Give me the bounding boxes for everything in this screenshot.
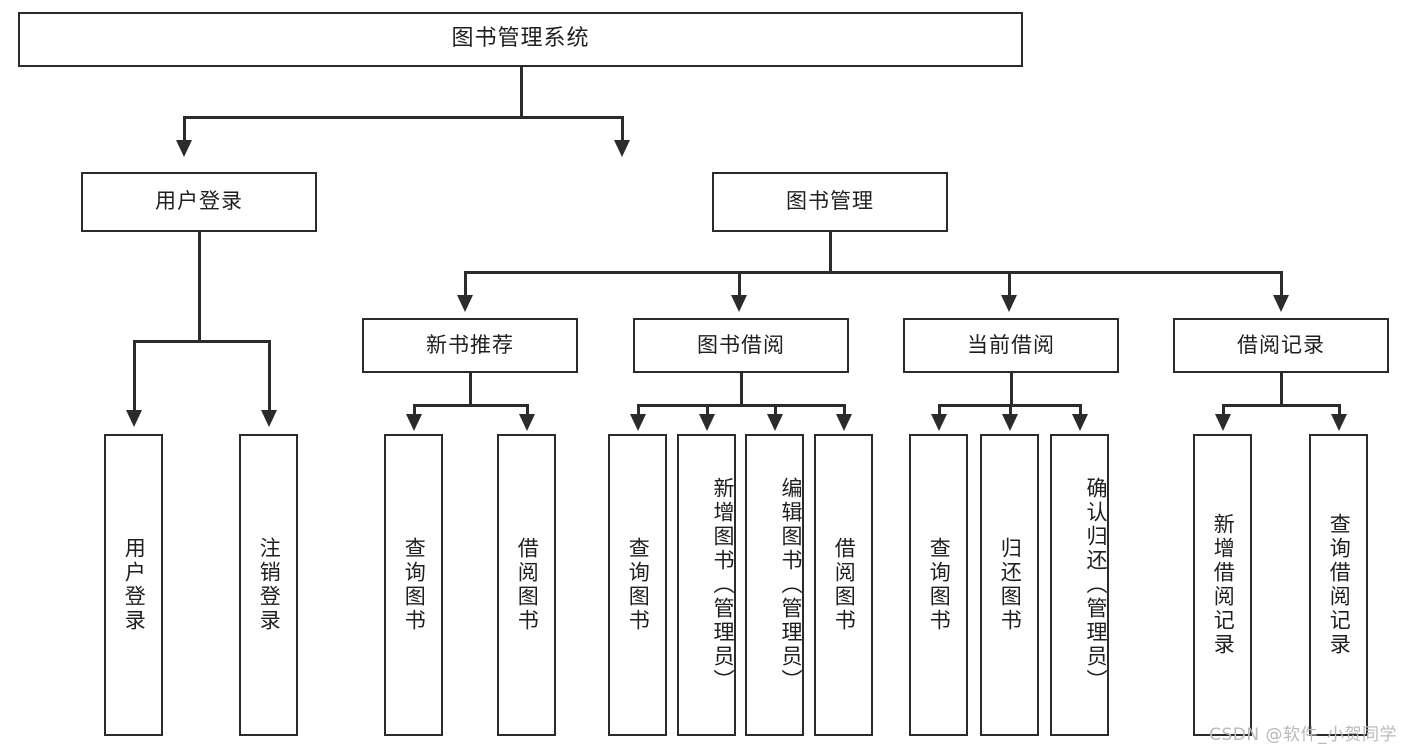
node-label: 用户登录 — [122, 537, 147, 633]
arrowhead-leaf-bb-1 — [630, 414, 646, 431]
arrowhead-leaf-br-1 — [1215, 414, 1231, 431]
leaf-book-borrow-3[interactable]: 编辑图书（管理员） — [745, 434, 804, 736]
leaf-borrow-record-1[interactable]: 新增借阅记录 — [1193, 434, 1252, 736]
connector-root-bus — [183, 116, 623, 119]
connector-user-login-stem — [198, 232, 201, 342]
connector-book-manage-bus — [464, 271, 1282, 274]
node-current-borrow[interactable]: 当前借阅 — [903, 318, 1119, 373]
connector-drop-new-book-rec — [464, 271, 467, 297]
leaf-user-login-2[interactable]: 注销登录 — [239, 434, 298, 736]
arrowhead-leaf-nbr-1 — [406, 414, 422, 431]
leaf-new-book-rec-2[interactable]: 借阅图书 — [497, 434, 556, 736]
connector-current-borrow-stem — [1010, 373, 1013, 407]
arrowhead-leaf-cb-1 — [931, 414, 947, 431]
leaf-user-login-1[interactable]: 用户登录 — [104, 434, 163, 736]
node-label: 查询借阅记录 — [1327, 513, 1352, 657]
arrowhead-leaf-user-login-1 — [126, 410, 142, 427]
leaf-current-borrow-3[interactable]: 确认归还（管理员） — [1050, 434, 1109, 736]
arrowhead-leaf-bb-4 — [836, 414, 852, 431]
node-user-login[interactable]: 用户登录 — [81, 172, 317, 232]
node-label: 归还图书 — [998, 537, 1023, 633]
node-borrow-record[interactable]: 借阅记录 — [1173, 318, 1389, 373]
arrowhead-leaf-br-2 — [1331, 414, 1347, 431]
arrowhead-leaf-cb-3 — [1072, 414, 1088, 431]
node-label: 编辑图书（管理员） — [779, 477, 803, 693]
arrowhead-leaf-bb-2 — [699, 414, 715, 431]
node-label: 查询图书 — [402, 537, 427, 633]
arrowhead-leaf-bb-3 — [767, 414, 783, 431]
arrowhead-book-manage — [614, 140, 630, 157]
connector-borrow-record-bus — [1222, 404, 1340, 407]
node-new-book-rec[interactable]: 新书推荐 — [362, 318, 578, 373]
node-label: 新增图书（管理员） — [711, 477, 735, 693]
node-label: 当前借阅 — [967, 332, 1055, 357]
node-label: 图书借阅 — [697, 332, 785, 357]
node-label: 借阅记录 — [1237, 332, 1325, 357]
node-label: 确认归还（管理员） — [1084, 477, 1108, 693]
connector-user-login-bus — [133, 340, 269, 343]
connector-drop-leaf-br-1 — [1222, 404, 1225, 416]
node-label: 图书管理 — [786, 189, 874, 214]
connector-drop-leaf-bb-4 — [843, 404, 846, 416]
connector-drop-leaf-nbr-1 — [413, 404, 416, 416]
arrowhead-leaf-user-login-2 — [261, 410, 277, 427]
arrowhead-borrow-record — [1273, 295, 1289, 312]
connector-book-borrow-bus — [637, 404, 845, 407]
arrowhead-book-borrow — [731, 295, 747, 312]
node-label: 借阅图书 — [515, 537, 540, 633]
connector-new-book-rec-bus — [413, 404, 528, 407]
leaf-new-book-rec-1[interactable]: 查询图书 — [384, 434, 443, 736]
arrowhead-leaf-cb-2 — [1002, 414, 1018, 431]
connector-drop-leaf-user-login-2 — [268, 340, 271, 412]
connector-drop-leaf-br-2 — [1338, 404, 1341, 416]
connector-root-stem — [520, 67, 523, 117]
connector-drop-book-borrow — [738, 271, 741, 297]
node-label: 图书管理系统 — [451, 26, 590, 52]
leaf-book-borrow-4[interactable]: 借阅图书 — [814, 434, 873, 736]
leaf-borrow-record-2[interactable]: 查询借阅记录 — [1309, 434, 1368, 736]
node-label: 新书推荐 — [426, 332, 514, 357]
node-root-system[interactable]: 图书管理系统 — [18, 12, 1023, 67]
leaf-current-borrow-2[interactable]: 归还图书 — [980, 434, 1039, 736]
leaf-current-borrow-1[interactable]: 查询图书 — [909, 434, 968, 736]
connector-new-book-rec-stem — [469, 373, 472, 407]
node-label: 借阅图书 — [832, 537, 857, 633]
node-label: 查询图书 — [626, 537, 651, 633]
connector-drop-leaf-cb-1 — [938, 404, 941, 416]
node-label: 用户登录 — [155, 189, 243, 214]
arrowhead-user-login — [176, 140, 192, 157]
node-book-manage[interactable]: 图书管理 — [712, 172, 948, 232]
node-label: 注销登录 — [257, 537, 282, 633]
connector-drop-leaf-nbr-2 — [526, 404, 529, 416]
connector-drop-leaf-bb-1 — [637, 404, 640, 416]
connector-root-drop-book-manage — [621, 116, 624, 142]
node-label: 新增借阅记录 — [1211, 513, 1236, 657]
arrowhead-leaf-nbr-2 — [519, 414, 535, 431]
connector-drop-leaf-user-login-1 — [133, 340, 136, 412]
connector-drop-leaf-cb-3 — [1079, 404, 1082, 416]
connector-book-manage-stem — [829, 232, 832, 274]
connector-book-borrow-stem — [740, 373, 743, 407]
arrowhead-new-book-rec — [457, 295, 473, 312]
connector-drop-leaf-bb-3 — [774, 404, 777, 416]
node-label: 查询图书 — [927, 537, 952, 633]
leaf-book-borrow-1[interactable]: 查询图书 — [608, 434, 667, 736]
connector-drop-leaf-bb-2 — [706, 404, 709, 416]
connector-drop-current-borrow — [1008, 271, 1011, 297]
connector-borrow-record-stem — [1280, 373, 1283, 407]
connector-drop-leaf-cb-2 — [1009, 404, 1012, 416]
arrowhead-current-borrow — [1001, 295, 1017, 312]
node-book-borrow[interactable]: 图书借阅 — [633, 318, 849, 373]
leaf-book-borrow-2[interactable]: 新增图书（管理员） — [677, 434, 736, 736]
connector-drop-borrow-record — [1280, 271, 1283, 297]
connector-root-drop-user-login — [183, 116, 186, 142]
